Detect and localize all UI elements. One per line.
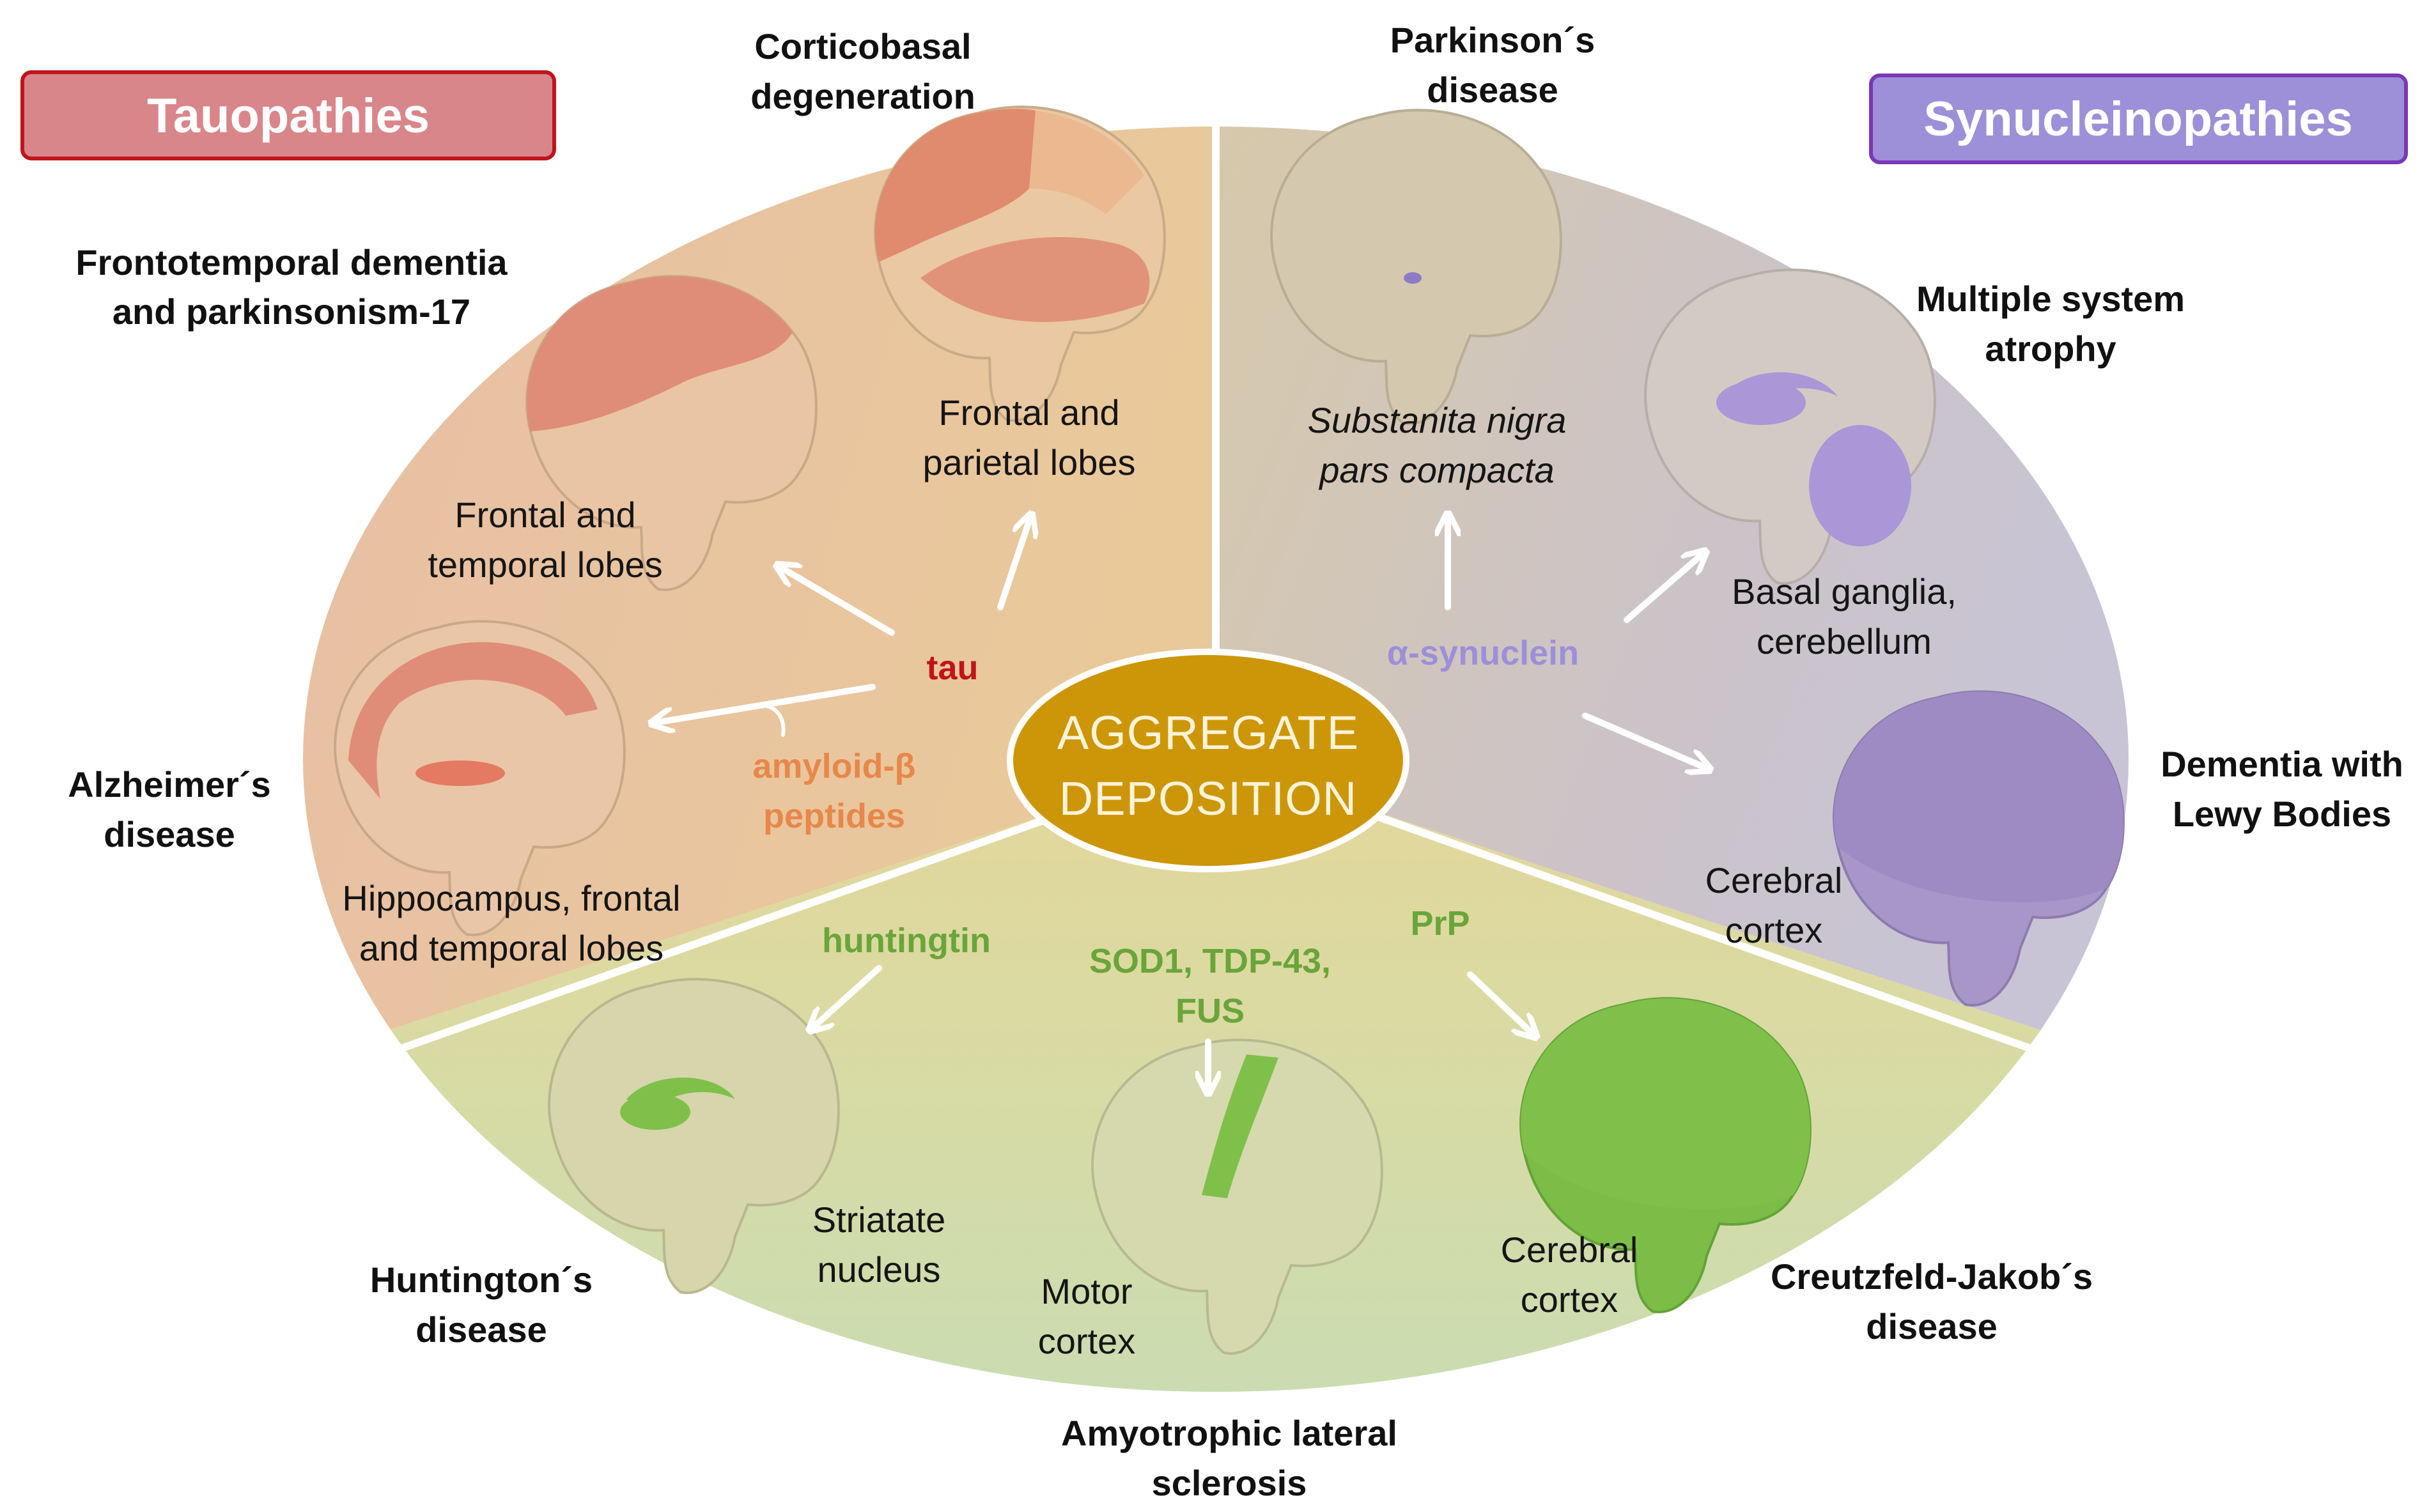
region-hd-line1: Striatate (812, 1200, 946, 1240)
protein-prp: PrP (1410, 904, 1470, 943)
brain-als-icon (1091, 1038, 1383, 1355)
disease-msa-line2: atrophy (1985, 328, 2116, 369)
center-label-line2: DEPOSITION (1059, 772, 1357, 825)
region-hd-line2: nucleus (817, 1249, 940, 1290)
brain-ftd-icon (525, 275, 818, 592)
tauopathies-label: Tauopathies (147, 89, 430, 143)
disease-pd-line2: disease (1427, 70, 1558, 110)
brain-cbd-icon (874, 105, 1166, 422)
region-msa-line2: cerebellum (1757, 621, 1932, 661)
brain-ad-icon (334, 620, 626, 937)
brain-cjd-icon (1519, 997, 1812, 1314)
arrow-to-msa (1624, 556, 1700, 623)
disease-ftd-line1: Frontotemporal dementia (75, 242, 508, 282)
arrow-to-ftd (783, 569, 895, 636)
protein-als-line2: FUS (1176, 992, 1245, 1030)
protein-amyloid-line2: peptides (763, 797, 905, 835)
arrow-to-dlb (1582, 713, 1703, 767)
region-ftd-line2: temporal lobes (428, 544, 662, 585)
disease-cbd-line1: Corticobasal (754, 26, 971, 66)
region-msa-line1: Basal ganglia, (1732, 571, 1957, 612)
region-cjd-line1: Cerebral (1501, 1230, 1638, 1270)
protein-amyloid-line1: amyloid-β (753, 747, 916, 785)
brain-msa-icon (1644, 268, 1936, 585)
protein-huntingtin: huntingtin (822, 922, 991, 960)
disease-als-line2: sclerosis (1152, 1463, 1307, 1503)
brain-hd-icon (548, 978, 840, 1295)
brain-pd-icon (1270, 109, 1562, 426)
disease-msa-line1: Multiple system (1916, 279, 2185, 319)
region-ad-line2: and temporal lobes (359, 928, 664, 968)
region-ad-line1: Hippocampus, frontal (342, 878, 680, 918)
tauopathies-box (20, 70, 556, 160)
region-ftd-line1: Frontal and (454, 495, 635, 535)
disease-dlb-line1: Dementia with (2161, 744, 2403, 784)
disease-ad-line2: disease (104, 814, 235, 854)
brain-dlb-icon (1833, 690, 2125, 1007)
region-cjd-line2: cortex (1521, 1279, 1618, 1320)
arrow-to-ad (658, 684, 876, 722)
disease-dlb-line2: Lewy Bodies (2173, 794, 2391, 834)
region-als-line2: cortex (1038, 1321, 1136, 1361)
region-dlb-line2: cortex (1725, 910, 1823, 950)
center-label-line1: AGGREGATE (1057, 706, 1359, 759)
disease-ftd-line2: and parkinsonism-17 (113, 291, 470, 332)
arrow-to-cbd (997, 521, 1029, 610)
arrow-to-hd (815, 965, 882, 1026)
disease-ad-line1: Alzheimer´s (68, 764, 270, 805)
protein-tau: tau (927, 649, 979, 687)
region-dlb-line1: Cerebral (1705, 860, 1843, 900)
region-cbd-line2: parietal lobes (922, 442, 1135, 482)
disease-hd-line2: disease (415, 1309, 547, 1350)
disease-cbd-line2: degeneration (750, 76, 975, 116)
synucleinopathies-label: Synucleinopathies (1923, 92, 2353, 146)
amyloid-connector (765, 704, 786, 737)
disease-pd-line1: Parkinson´s (1390, 20, 1595, 60)
region-pd-line1: Substanita nigra (1308, 400, 1567, 440)
region-cbd-line1: Frontal and (938, 392, 1119, 433)
protein-synuclein: α-synuclein (1387, 634, 1579, 672)
arrows (658, 521, 1703, 1086)
synucleinopathies-box (1869, 73, 2408, 164)
disease-als-line1: Amyotrophic lateral (1061, 1413, 1397, 1453)
region-als-line1: Motor (1041, 1271, 1132, 1311)
disease-cjd-line2: disease (1866, 1306, 1998, 1346)
arrow-to-cjd (1467, 971, 1531, 1032)
center-ellipse (1007, 649, 1409, 872)
region-pd-line2: pars compacta (1318, 450, 1554, 490)
protein-als-line1: SOD1, TDP-43, (1089, 942, 1331, 980)
disease-cjd-line1: Creutzfeld-Jakob´s (1771, 1256, 2093, 1297)
disease-hd-line1: Huntington´s (370, 1260, 593, 1300)
